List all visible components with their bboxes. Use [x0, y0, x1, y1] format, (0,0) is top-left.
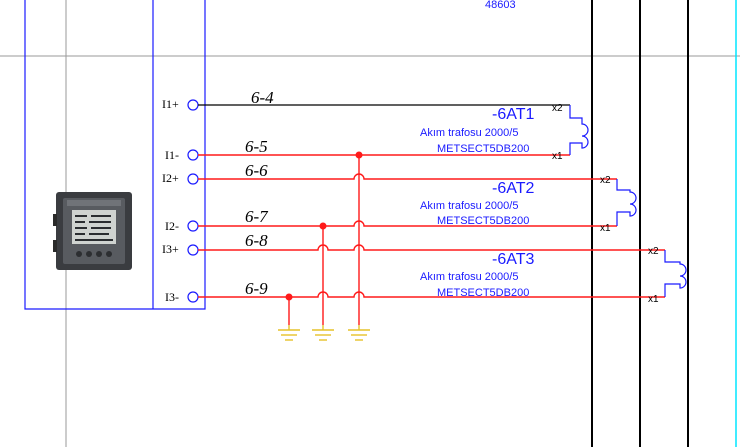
terminal-label-i3m: I3-	[165, 290, 179, 304]
ct-model: METSECT5DB200	[437, 287, 529, 299]
terminal-i2m[interactable]	[187, 220, 199, 232]
ground-symbols	[278, 325, 370, 341]
junction-dot	[355, 151, 363, 159]
terminal-label-i2m: I2-	[165, 219, 179, 233]
ground-icon	[348, 325, 370, 341]
terminal-label-i3p: I3+	[162, 242, 179, 256]
ct-tag: -6AT1	[492, 106, 534, 123]
terminal-i3m[interactable]	[187, 291, 199, 303]
ct-tag: -6AT2	[492, 180, 534, 197]
ct-coil-icon	[616, 179, 637, 226]
wire-label-6-8: 6-8	[245, 231, 268, 250]
reference-number: 48603	[485, 0, 516, 11]
terminal-i3p[interactable]	[187, 244, 199, 256]
ct-coil-icon	[664, 250, 687, 297]
wire-label-6-4: 6-4	[251, 88, 274, 107]
ground-icon	[312, 325, 334, 341]
ct-coil-icon	[569, 105, 589, 155]
ct-pin-x2: x2	[552, 103, 563, 114]
ct-pin-x2: x2	[648, 246, 659, 257]
ct-pin-x2: x2	[600, 175, 611, 186]
junctions	[285, 151, 363, 301]
busbars	[591, 0, 689, 447]
wire-6-4: 6-4	[198, 88, 570, 107]
power-meter-icon	[53, 192, 132, 270]
wire-label-6-5: 6-5	[245, 137, 268, 156]
ct-pin-x1: x1	[552, 151, 563, 162]
junction-dot	[285, 293, 293, 301]
ct-model: METSECT5DB200	[437, 215, 529, 227]
junction-dot	[319, 222, 327, 230]
wire-label-6-7: 6-7	[245, 207, 269, 226]
terminal-label-i1m: I1-	[165, 148, 179, 162]
terminal-label-i2p: I2+	[162, 171, 179, 185]
terminal-i1m[interactable]	[187, 149, 199, 161]
wire-label-6-9: 6-9	[245, 279, 268, 298]
current-transformer-2[interactable]: -6AT2 Akım trafosu 2000/5 METSECT5DB200 …	[420, 175, 637, 234]
terminal-i1p[interactable]	[187, 99, 199, 111]
wire-label-6-6: 6-6	[245, 161, 268, 180]
ct-pin-x1: x1	[648, 294, 659, 305]
current-transformer-1[interactable]: -6AT1 Akım trafosu 2000/5 METSECT5DB200 …	[420, 103, 589, 162]
ct-model: METSECT5DB200	[437, 143, 529, 155]
red-wires	[198, 154, 665, 325]
ct-description: Akım trafosu 2000/5	[420, 127, 518, 139]
ct-description: Akım trafosu 2000/5	[420, 271, 518, 283]
current-transformer-3[interactable]: -6AT3 Akım trafosu 2000/5 METSECT5DB200 …	[420, 246, 687, 305]
ct-tag: -6AT3	[492, 251, 534, 268]
ground-icon	[278, 325, 300, 341]
terminal-label-i1p: I1+	[162, 97, 179, 111]
terminal-i2p[interactable]	[187, 173, 199, 185]
ct-pin-x1: x1	[600, 223, 611, 234]
wire-6-9	[198, 291, 665, 298]
ct-description: Akım trafosu 2000/5	[420, 200, 518, 212]
wire-6-8	[198, 244, 665, 251]
meter-terminals: I1+ I1- I2+ I2- I3+ I3-	[162, 97, 199, 304]
